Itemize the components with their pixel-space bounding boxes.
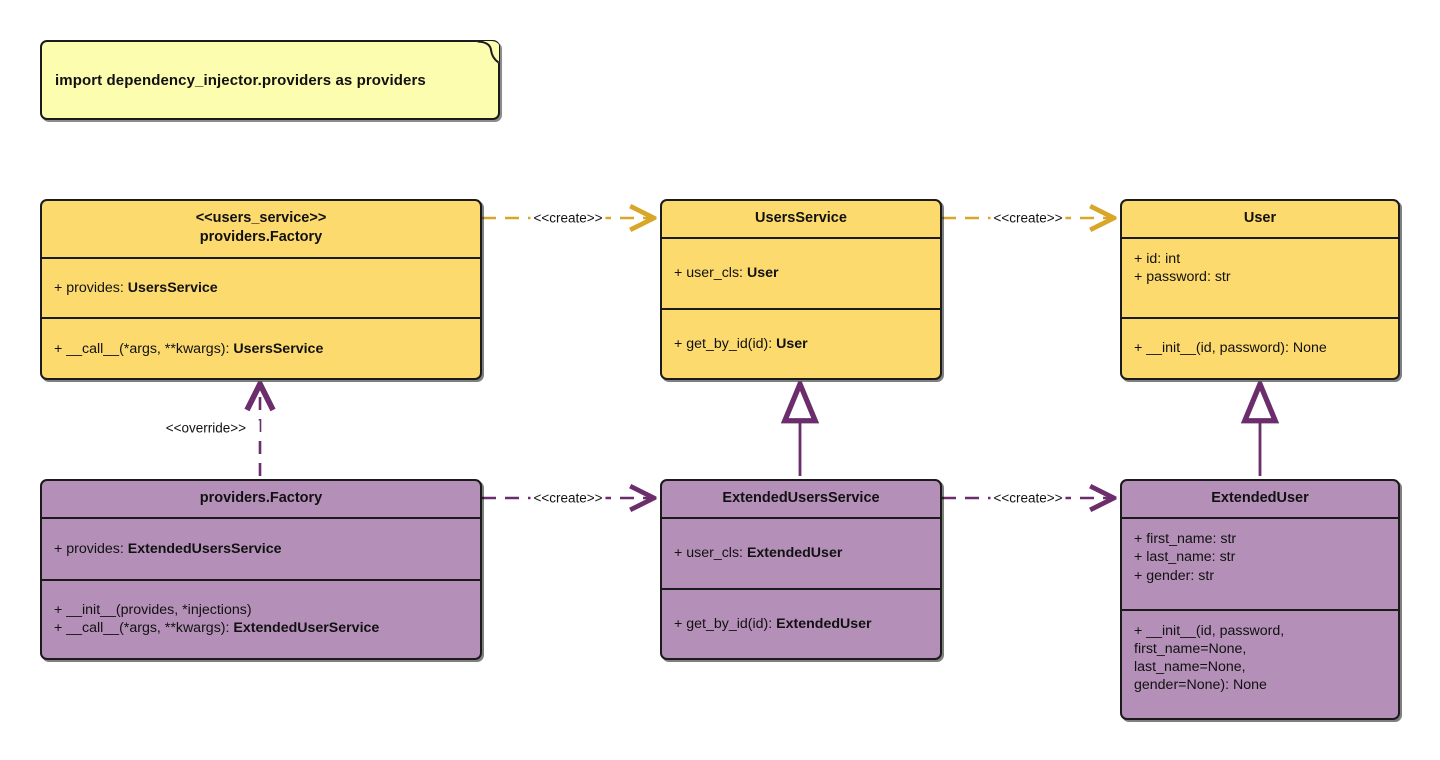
- class-user[interactable]: User + id: int + password: str + __init_…: [1120, 199, 1400, 380]
- class-methods-section: + get_by_id(id): User: [662, 307, 940, 378]
- class-method: + __call__(*args, **kwargs): ExtendedUse…: [54, 620, 380, 637]
- class-attribute: + provides: ExtendedUsersService: [54, 540, 282, 557]
- class-name: providers.Factory: [199, 490, 323, 506]
- class-method: + __init__(provides, *injections): [54, 602, 252, 619]
- class-methods-section: + __init__(provides, *injections) + __ca…: [42, 578, 480, 658]
- class-attribute: + id: int: [1134, 251, 1181, 268]
- class-header-extended-users-service: ExtendedUsersService: [662, 481, 940, 520]
- link-label-create-top-right: <<create>>: [990, 210, 1066, 226]
- class-attribute: + first_name: str: [1134, 531, 1237, 548]
- import-note: import dependency_injector.providers as …: [40, 40, 500, 120]
- class-name: ExtendedUser: [1211, 490, 1309, 506]
- class-attributes-section: + user_cls: User: [662, 239, 940, 307]
- class-name: UsersService: [755, 210, 847, 226]
- class-method: + __call__(*args, **kwargs): UsersServic…: [54, 340, 324, 357]
- class-header-extended-factory: providers.Factory: [42, 481, 480, 520]
- class-header-user: User: [1122, 201, 1398, 240]
- class-attribute: + password: str: [1134, 269, 1231, 286]
- class-attribute: + user_cls: ExtendedUser: [674, 545, 843, 562]
- class-methods-section: + __init__(id, password): None: [1122, 316, 1398, 378]
- class-attribute: + provides: UsersService: [54, 279, 218, 296]
- class-attributes-section: + user_cls: ExtendedUser: [662, 519, 940, 587]
- link-label-create-top-left: <<create>>: [530, 210, 606, 226]
- class-attributes-section: + provides: ExtendedUsersService: [42, 519, 480, 578]
- class-extended-user[interactable]: ExtendedUser + first_name: str + last_na…: [1120, 479, 1400, 720]
- link-label-create-bottom-left: <<create>>: [530, 490, 606, 506]
- class-header-users-service: UsersService: [662, 201, 940, 240]
- class-methods-section: + get_by_id(id): ExtendedUser: [662, 587, 940, 658]
- class-methods-section: + __call__(*args, **kwargs): UsersServic…: [42, 317, 480, 378]
- class-method: + get_by_id(id): User: [674, 335, 808, 352]
- class-method: + __init__(id, password): None: [1134, 340, 1327, 357]
- class-attribute: + gender: str: [1134, 567, 1215, 584]
- class-users-service-factory[interactable]: <<users_service>> providers.Factory + pr…: [40, 199, 482, 380]
- class-attribute-type: User: [746, 265, 779, 282]
- class-attribute: + last_name: str: [1134, 549, 1236, 566]
- class-header-users-service-factory: <<users_service>> providers.Factory: [42, 201, 480, 259]
- import-note-text: import dependency_injector.providers as …: [55, 72, 426, 89]
- class-header-extended-user: ExtendedUser: [1122, 481, 1398, 520]
- class-attributes-section: + id: int + password: str: [1122, 239, 1398, 316]
- class-attribute-type: UsersService: [127, 279, 218, 296]
- link-label-create-bottom-right: <<create>>: [990, 490, 1066, 506]
- class-users-service[interactable]: UsersService + user_cls: User + get_by_i…: [660, 199, 942, 380]
- class-method: + get_by_id(id): ExtendedUser: [674, 615, 872, 632]
- class-method-type: ExtendedUserService: [233, 620, 380, 637]
- class-extended-users-service[interactable]: ExtendedUsersService + user_cls: Extende…: [660, 479, 942, 660]
- class-attributes-section: + first_name: str + last_name: str + gen…: [1122, 519, 1398, 608]
- class-attribute-type: ExtendedUser: [746, 545, 843, 562]
- class-methods-section: + __init__(id, password, first_name=None…: [1122, 608, 1398, 718]
- class-stereotype: <<users_service>>: [195, 210, 327, 226]
- link-label-override: <<override>>: [162, 420, 260, 436]
- class-attributes-section: + provides: UsersService: [42, 259, 480, 318]
- class-name: providers.Factory: [199, 229, 323, 246]
- class-method-type: UsersService: [233, 340, 324, 357]
- class-method-type: ExtendedUser: [776, 615, 872, 632]
- class-attribute-type: ExtendedUsersService: [127, 540, 282, 557]
- note-fold-corner: [477, 40, 500, 64]
- class-method: + __init__(id, password, first_name=None…: [1134, 622, 1285, 694]
- class-extended-factory[interactable]: providers.Factory + provides: ExtendedUs…: [40, 479, 482, 660]
- class-attribute: + user_cls: User: [674, 265, 779, 282]
- class-name: ExtendedUsersService: [722, 490, 880, 506]
- class-name: User: [1243, 210, 1277, 226]
- class-method-type: User: [776, 335, 808, 352]
